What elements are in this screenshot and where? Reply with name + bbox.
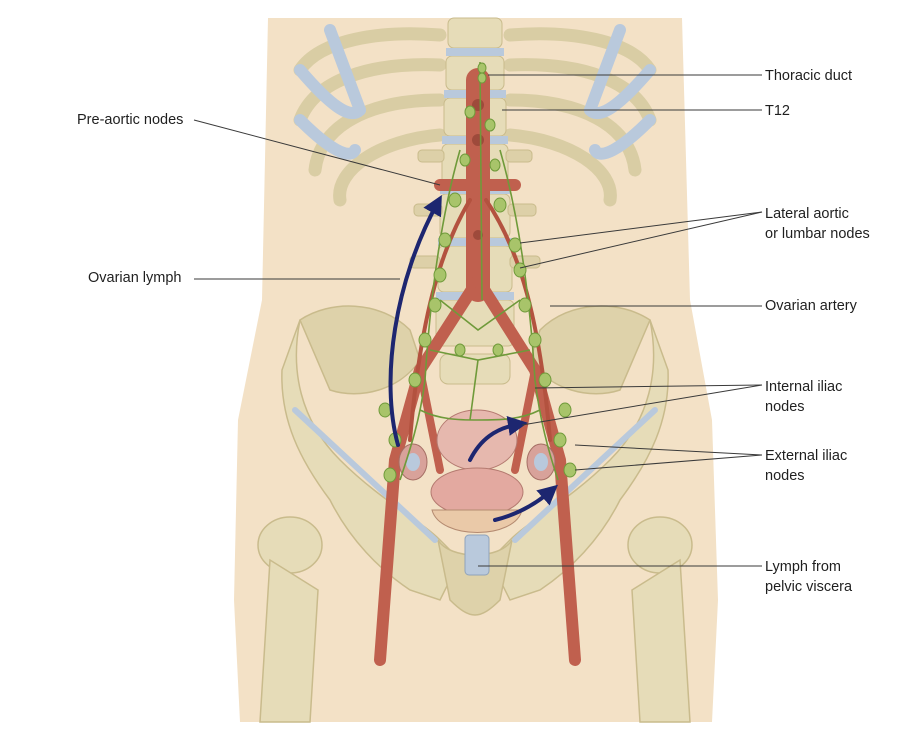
leader-internal-iliac-1 [534, 384, 763, 389]
pelvic-viscera [398, 409, 556, 576]
label-external-iliac-line2: nodes [765, 468, 805, 484]
label-lateral-aortic-line1: Lateral aortic [765, 206, 849, 222]
label-t12: T12 [765, 103, 790, 119]
leader-lines [193, 74, 763, 567]
flow-arrows [388, 194, 559, 522]
label-pre-aortic-nodes: Pre-aortic nodes [77, 112, 184, 128]
lymph-vessels [399, 61, 559, 481]
label-ovarian-artery: Ovarian artery [765, 298, 857, 314]
leader-lateral-aortic-2 [519, 211, 763, 269]
inguinal-ligaments [292, 407, 658, 543]
label-lateral-aortic-line2: or lumbar nodes [765, 226, 870, 242]
leader-internal-iliac-2 [521, 384, 763, 426]
label-external-iliac: External iliac nodes [765, 446, 847, 486]
label-lymph-pelvic-line1: Lymph from [765, 559, 842, 575]
leader-external-iliac-2 [574, 454, 763, 471]
lymph-nodes [378, 62, 577, 483]
label-lymph-pelvic-viscera: Lymph from pelvic viscera [765, 557, 852, 597]
femurs [257, 516, 693, 723]
rib-cage [293, 24, 657, 207]
label-external-iliac-line1: External iliac [765, 448, 848, 464]
label-internal-iliac-line2: nodes [765, 399, 805, 415]
label-internal-iliac-line1: Internal iliac [765, 379, 843, 395]
leader-external-iliac-1 [574, 444, 763, 456]
label-lymph-pelvic-line2: pelvic viscera [765, 579, 853, 595]
label-internal-iliac: Internal iliac nodes [765, 377, 842, 417]
leader-lateral-aortic-1 [519, 211, 763, 244]
label-thoracic-duct: Thoracic duct [765, 68, 853, 84]
aorta-and-iliacs [374, 68, 581, 666]
leader-pre-aortic-nodes [193, 119, 441, 186]
label-ovarian-lymph: Ovarian lymph [88, 270, 182, 286]
label-lateral-aortic: Lateral aortic or lumbar nodes [765, 204, 870, 244]
